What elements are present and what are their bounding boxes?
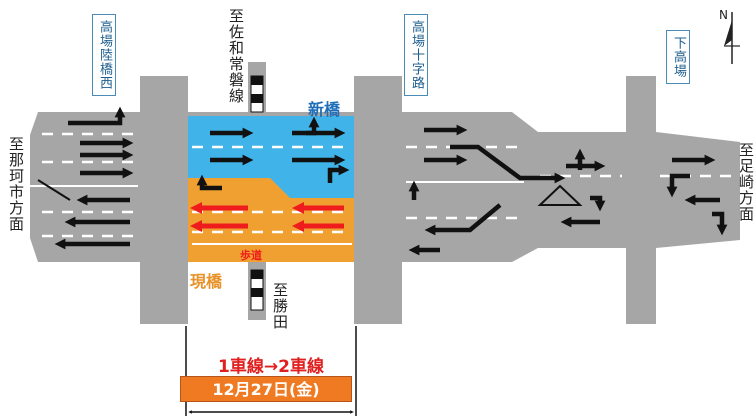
takaba-jujiro-junction — [354, 76, 402, 324]
intersection-shimo-takaba: 下高場 — [666, 30, 690, 84]
intersection-takaba-rikkyo-nishi: 高場陸橋西 — [92, 14, 116, 96]
arrow-new-6 — [327, 164, 350, 183]
traffic-arrows — [54, 106, 728, 256]
new-bridge-label: 新橋 — [308, 100, 341, 119]
shimo-takaba-junction — [626, 76, 656, 324]
current-bridge-label: 現橋 — [190, 272, 223, 291]
direction-to-saku-tokiwa: 至佐和常磐線 — [227, 8, 245, 104]
arrow-mid-6 — [424, 203, 502, 236]
arrow-east-2 — [666, 173, 690, 198]
takaba-rikkyo-nishi-junction — [140, 76, 188, 324]
north-label: N — [719, 8, 728, 22]
current-bridge-deck — [188, 178, 354, 262]
new-bridge-deck — [188, 116, 354, 198]
direction-to-naka-city: 至那珂市方面 — [7, 136, 25, 232]
direction-to-katsuta: 至勝田 — [271, 282, 289, 330]
lane-change-label: 1車線→2車線 — [218, 357, 324, 377]
intersection-takaba-jujiro: 高場十字路 — [404, 14, 428, 96]
arrow-mid-3 — [450, 144, 566, 184]
middle-road — [402, 112, 626, 262]
lane-markings — [42, 132, 738, 238]
merge-triangle — [537, 184, 583, 206]
lead-line — [37, 179, 71, 201]
arrow-west-1 — [68, 106, 126, 126]
railway-crossing-south — [250, 269, 264, 311]
arrow-east-4 — [712, 211, 728, 236]
railway-crossing-north — [250, 75, 264, 113]
arrow-new-3 — [306, 116, 320, 136]
road-surface — [30, 62, 740, 324]
direction-to-ashizaki: 至足崎方面 — [737, 142, 755, 222]
north-arrow-icon — [724, 12, 740, 64]
change-date-badge: 12月27日(金) — [180, 376, 352, 402]
arrow-current-1 — [196, 174, 222, 191]
arrow-mid-10 — [590, 195, 606, 212]
east-road — [656, 132, 740, 248]
sidewalk-label: 歩道 — [240, 249, 262, 262]
red-arrows — [189, 201, 344, 233]
